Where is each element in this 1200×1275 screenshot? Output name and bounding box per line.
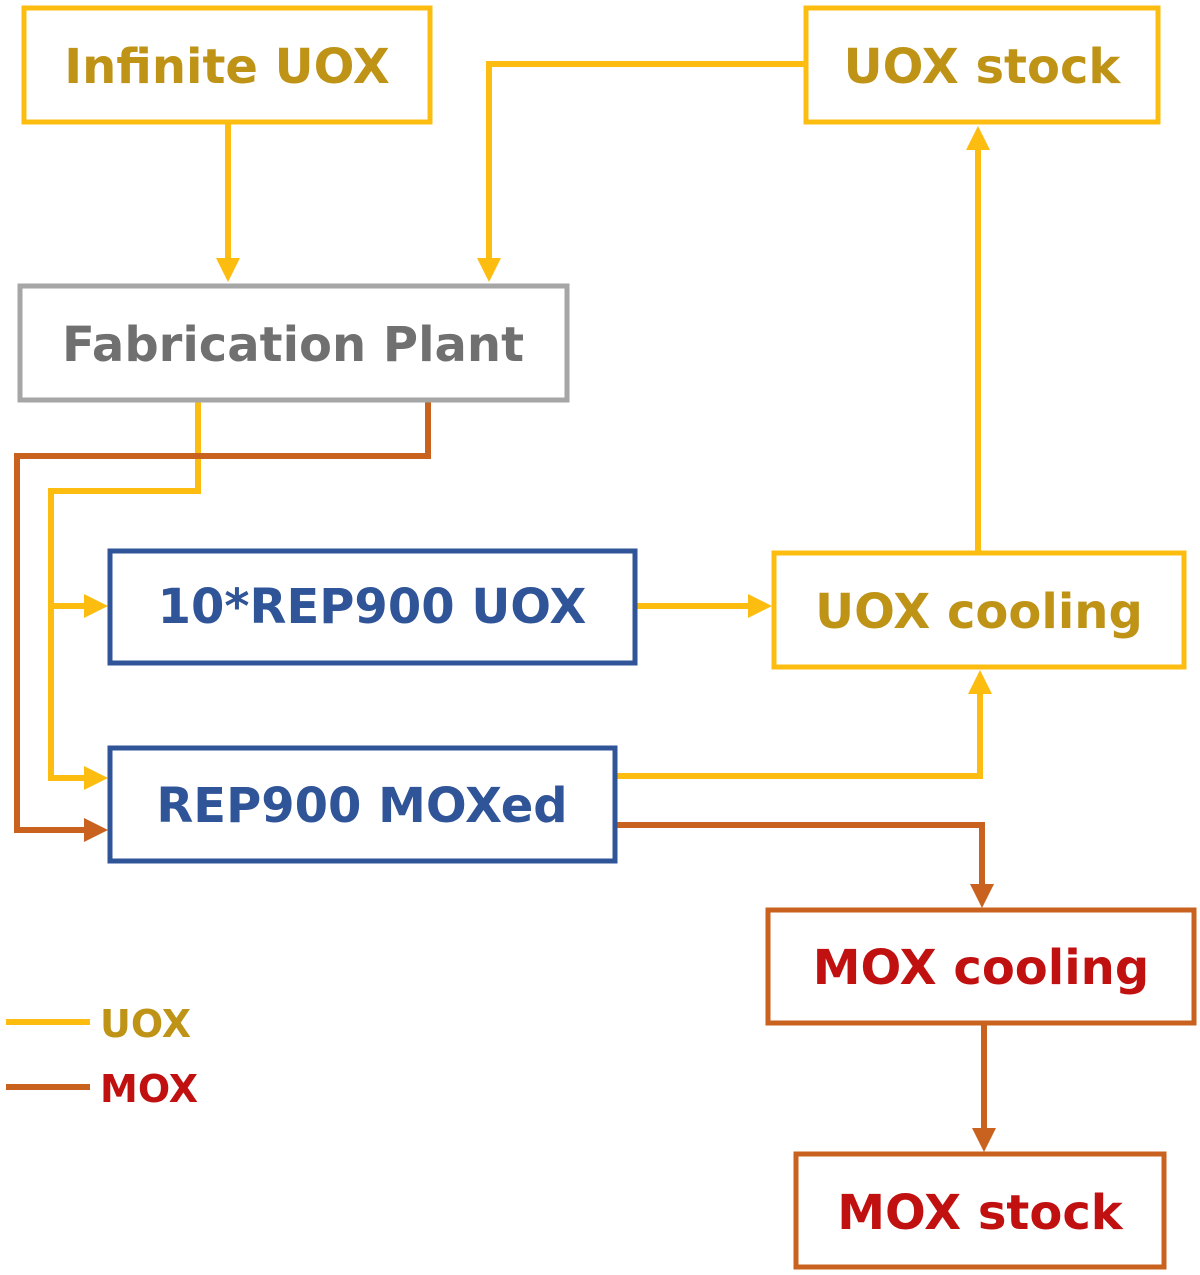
legend-mox-label: MOX [100,1067,198,1111]
node-rep900-uox: 10*REP900 UOX [107,548,638,666]
uox-arrowheads [84,126,992,790]
arrowhead-into-rep900-uox [84,594,108,618]
node-infinite-uox: Infinite UOX [21,5,433,125]
node-box [21,5,433,125]
arrowhead-into-fabrication-left [216,258,240,282]
connector-moxed-to-mox-cooling [617,822,985,888]
arrowhead-into-fabrication-right [477,258,501,282]
connector-moxed-to-uox-cooling [617,690,983,779]
node-mox-stock: MOX stock [793,1151,1167,1270]
node-box [107,745,618,864]
connector-stock-to-fabrication [486,61,806,262]
node-uox-cooling: UOX cooling [771,550,1187,670]
node-mox-cooling: MOX cooling [765,907,1197,1026]
mox-arrowheads [84,818,996,1152]
node-box [17,283,570,403]
uox-connectors [48,61,983,781]
arrowhead-into-uox-cooling-bottom [968,670,992,694]
node-label: REP900 MOXed [156,778,567,834]
node-label: Infinite UOX [64,39,390,95]
arrowhead-into-mox-cooling [970,884,994,908]
node-label: MOX stock [837,1185,1124,1241]
arrowhead-into-mox-stock [972,1128,996,1152]
connector-fabrication-uox-feed [48,402,201,781]
node-rep900-moxed: REP900 MOXed [107,745,618,864]
node-label: UOX stock [844,39,1122,95]
node-label: MOX cooling [813,940,1149,996]
node-label: UOX cooling [815,584,1143,640]
node-box [765,907,1197,1026]
node-uox-stock: UOX stock [803,5,1161,125]
arrowhead-into-uox-stock [966,126,990,150]
arrowhead-into-rep900-moxed-mox [84,818,108,842]
node-box [771,550,1187,670]
mox-connectors [14,402,987,1132]
node-box [107,548,638,666]
node-fabrication-plant: Fabrication Plant [17,283,570,403]
node-label: 10*REP900 UOX [158,579,587,635]
legend: UOX MOX [6,1002,198,1111]
node-box [793,1151,1167,1270]
legend-uox-label: UOX [100,1002,191,1046]
node-box [803,5,1161,125]
arrowhead-into-uox-cooling [748,594,772,618]
node-label: Fabrication Plant [62,317,524,373]
connector-fabrication-mox-feed [14,402,431,833]
arrowhead-into-rep900-moxed-uox [84,766,108,790]
